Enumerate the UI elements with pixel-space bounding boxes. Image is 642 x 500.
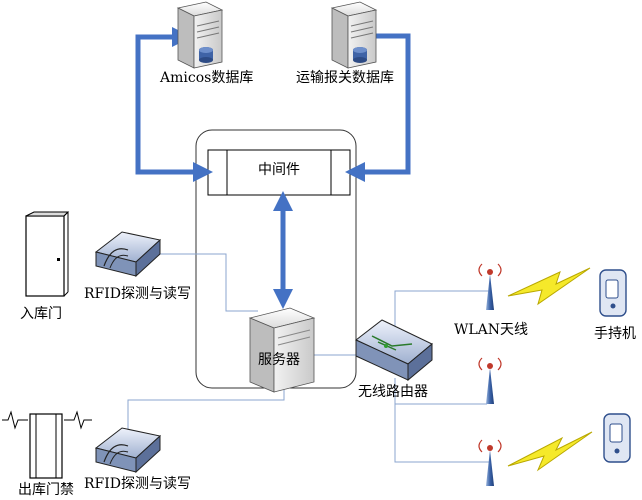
handheld-label: 手持机 xyxy=(594,326,636,342)
wlan-antenna-label: WLAN天线 xyxy=(454,322,529,338)
entry-door-label: 入库门 xyxy=(20,306,62,322)
handheld-device-1-icon xyxy=(599,269,627,317)
server-icon xyxy=(248,307,316,393)
rfid-reader-top-icon xyxy=(94,231,162,278)
rfid-top-label: RFID探测与读写 xyxy=(84,286,192,302)
handheld-device-2-icon xyxy=(603,413,631,463)
data-flow-arrows xyxy=(135,33,411,309)
wireless-router-label: 无线路由器 xyxy=(358,384,428,400)
wireless-router-icon xyxy=(355,319,433,382)
wlan-antenna-2-icon xyxy=(478,357,502,404)
wireless-signal-bolt-1-icon xyxy=(507,267,591,306)
wireless-signal-bolt-2-icon xyxy=(507,431,593,472)
exit-gate-icon xyxy=(2,410,92,479)
rfid-reader-bottom-icon xyxy=(94,427,162,474)
amicos-db-label: Amicos数据库 xyxy=(160,70,254,86)
entry-door-icon xyxy=(25,211,70,297)
middleware-label: 中间件 xyxy=(258,162,300,178)
customs-server-icon xyxy=(330,1,378,69)
server-label: 服务器 xyxy=(258,352,300,368)
rfid-bottom-label: RFID探测与读写 xyxy=(84,476,192,492)
customs-db-label: 运输报关数据库 xyxy=(296,70,394,86)
exit-gate-label: 出库门禁 xyxy=(18,482,74,498)
wlan-antenna-1-icon xyxy=(478,263,502,310)
amicos-server-icon xyxy=(176,1,224,69)
wlan-antenna-3-icon xyxy=(478,439,502,486)
